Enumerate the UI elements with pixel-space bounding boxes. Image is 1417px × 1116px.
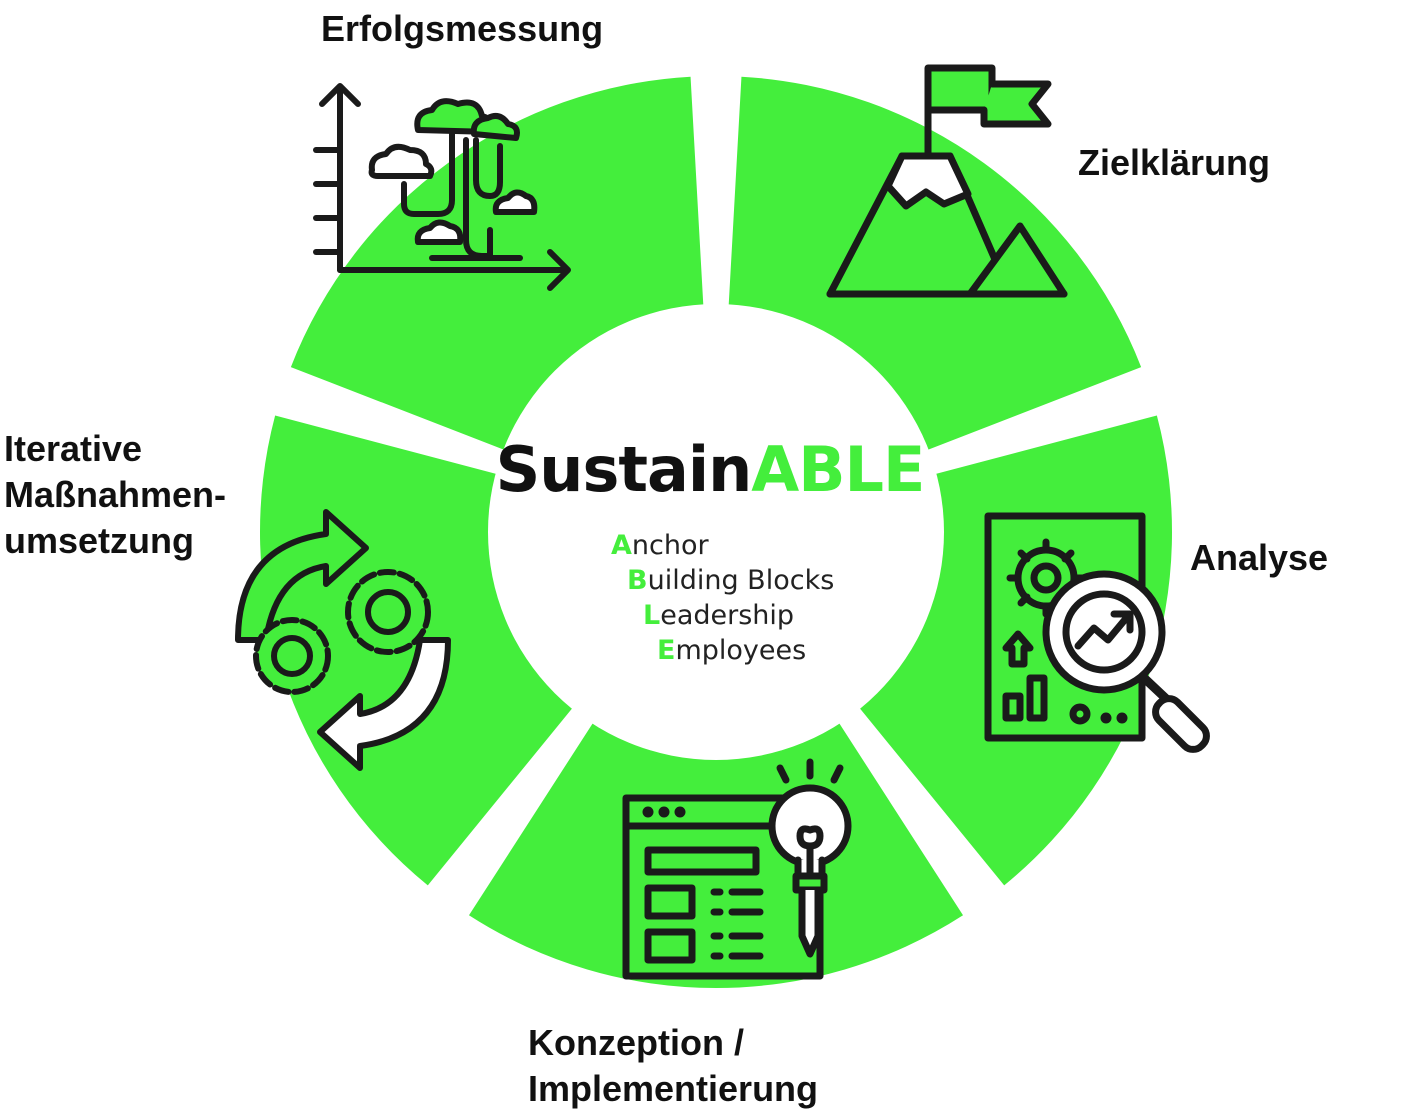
label-line: Iterative [4,428,143,469]
ring-segment [290,76,704,451]
acronym-anchor: Anchor [611,528,709,563]
acronym-word: nchor [631,530,709,561]
label-line: Maßnahmen- [4,474,227,515]
label-analyse: Analyse [1190,535,1328,581]
label-konzeption: Konzeption / Implementierung [528,1020,818,1112]
label-iterative: Iterative Maßnahmen- umsetzung [4,426,226,564]
mountain-flag-icon [826,64,1068,298]
acronym-letter: A [611,530,632,561]
acronym-word: eadership [660,600,795,631]
label-zielklaerung: Zielklärung [1078,140,1270,186]
center-title: SustainABLE [460,430,960,510]
acronym-letter: B [627,565,648,596]
label-line: Analyse [1190,537,1329,578]
acronym-building-blocks: Building Blocks [627,563,834,598]
acronym-letter: L [643,600,661,631]
label-line: Erfolgsmessung [321,8,604,49]
label-erfolgsmessung: Erfolgsmessung [321,6,603,52]
cycle-gears-icon [235,509,451,771]
center-circle [488,304,944,760]
acronym-letter: E [657,635,676,666]
acronym-word: uilding Blocks [647,565,835,596]
tree-growth-chart-icon [313,83,571,291]
webpage-lightbulb-icon [622,758,852,980]
title-part-sustain: Sustain [495,433,753,506]
acronym-employees: Employees [657,633,806,668]
acronym-word: mployees [675,635,807,666]
acronym-leadership: Leadership [643,598,794,633]
label-line: Zielklärung [1078,142,1271,183]
label-line: Implementierung [528,1068,819,1109]
label-line: umsetzung [4,520,195,561]
title-part-able: ABLE [751,433,925,506]
magnifier-report-icon [984,512,1210,753]
label-line: Konzeption / [528,1022,744,1063]
